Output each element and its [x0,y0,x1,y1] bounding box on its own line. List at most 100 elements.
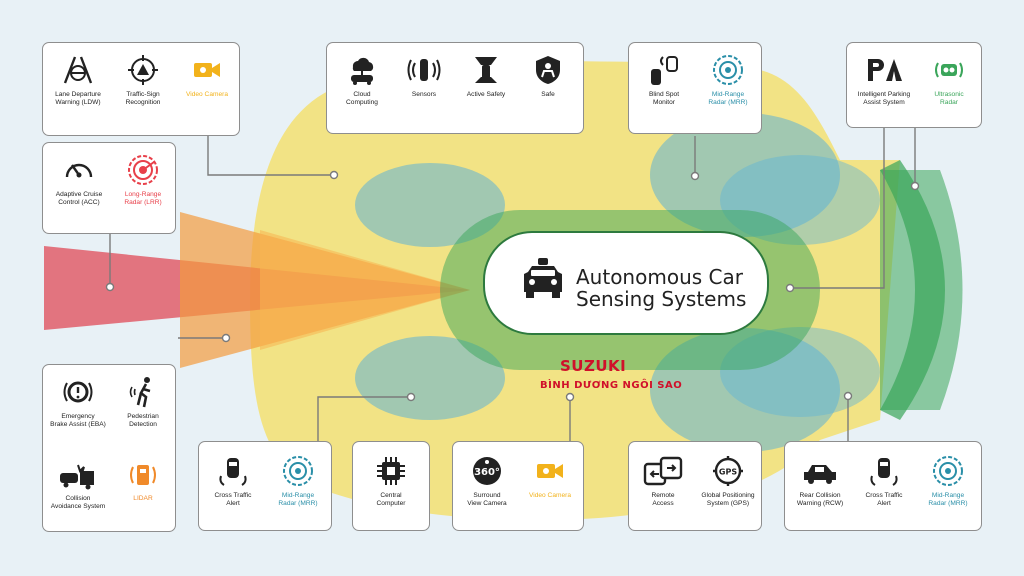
sensors-icon [407,59,441,81]
label-gps: Global Positioning System (GPS) [701,492,755,507]
box-rear-collision: Rear Collision Warning (RCW) Cross Traff… [784,441,982,531]
item-lane-departure: Lane Departure Warning (LDW) [47,53,109,107]
label-safe: Safe [541,91,555,98]
item-blind-spot: Blind Spot Monitor [633,53,695,107]
box-adaptive-cruise: Adaptive Cruise Control (ACC) Long-Range… [42,142,176,234]
box-cloud-safety: Cloud Computing Sensors Active Safety Sa… [326,42,584,134]
label-active-safety: Active Safety [466,91,506,98]
chip-icon [377,457,405,485]
box-remote-gps: Remote Access GPS Global Positioning Sys… [628,441,762,531]
box-blind-spot: Blind Spot Monitor Mid-Range Radar (MRR) [628,42,762,134]
item-lidar: LIDAR [113,457,173,503]
lidar-icon [130,465,156,485]
item-remote: Remote Access [631,454,695,508]
gps-icon: GPS [713,456,743,486]
label-surround: Surround View Camera [467,492,507,507]
video-camera-icon [537,464,563,478]
active-safety-icon [475,57,497,83]
collision-icon [60,464,94,490]
item-lrr: Long-Range Radar (LRR) [113,153,173,207]
parking-icon [868,59,902,81]
item-video-camera-bottom: Video Camera [519,454,581,500]
label-lidar: LIDAR [133,495,153,502]
label-sensors: Sensors [411,91,437,98]
item-traffic-sign: Traffic-Sign Recognition [113,53,173,107]
label-pedestrian: Pedestrian Detection [127,413,159,428]
item-mrr-cross: Mid-Range Radar (MRR) [267,454,329,508]
autonomous-car-icon [524,258,562,298]
label-cross-traffic-rear: Cross Traffic Alert [865,492,903,507]
label-lrr: Long-Range Radar (LRR) [124,191,162,206]
item-parking: Intelligent Parking Assist System [849,53,919,107]
page-title: Autonomous Car Sensing Systems [576,265,747,311]
label-collision: Collision Avoidance System [50,495,106,510]
box-parking: Intelligent Parking Assist System Ultras… [846,42,982,128]
speedometer-icon [65,163,93,178]
label-rcw: Rear Collision Warning (RCW) [796,492,844,507]
label-mrr-top: Mid-Range Radar (MRR) [708,91,748,106]
item-gps: GPS Global Positioning System (GPS) [695,454,761,508]
item-collision: Collision Avoidance System [45,457,111,511]
item-mrr-rear: Mid-Range Radar (MRR) [917,454,979,508]
long-range-radar-icon [128,155,158,185]
svg-text:360°: 360° [474,467,500,478]
label-cloud-computing: Cloud Computing [346,91,378,106]
mid-range-radar-lobe-front-top [355,163,505,247]
ultrasonic-coverage [880,170,963,410]
box-surround-view: 360° Surround View Camera Video Camera [452,441,584,531]
mid-range-radar-lobe-front-bottom [355,336,505,420]
label-ultrasonic: Ultrasonic Radar [934,91,964,106]
item-surround: 360° Surround View Camera [455,454,519,508]
item-cross-traffic-rear: Cross Traffic Alert [853,454,915,508]
label-eba: Emergency Brake Assist (EBA) [50,413,106,428]
remote-access-icon [643,456,683,486]
item-sensors: Sensors [393,53,455,99]
label-central: Central Computer [376,492,406,507]
connector-top-left [207,136,334,176]
blind-spot-icon [651,56,678,85]
item-cloud-computing: Cloud Computing [331,53,393,107]
brake-assist-icon [63,381,93,403]
item-central: Central Computer [359,454,423,508]
item-cross-traffic: Cross Traffic Alert [201,454,265,508]
cross-traffic-icon [870,458,898,486]
item-pedestrian: Pedestrian Detection [113,375,173,429]
brand-watermark: SUZUKI [560,357,627,375]
label-traffic-sign: Traffic-Sign Recognition [125,91,161,106]
item-video-camera: Video Camera [177,53,237,99]
camera-360-icon: 360° [473,457,501,485]
center-card [483,231,769,335]
ultrasonic-radar-icon [935,62,963,78]
label-parking: Intelligent Parking Assist System [857,91,911,106]
label-cross-traffic: Cross Traffic Alert [214,492,252,507]
item-rcw: Rear Collision Warning (RCW) [787,454,853,508]
item-ultrasonic: Ultrasonic Radar [919,53,979,107]
svg-text:GPS: GPS [719,468,737,477]
connector-cross-traffic [317,396,411,441]
connector-parking [790,126,885,289]
box-brake-collision: Emergency Brake Assist (EBA) Pedestrian … [42,364,176,532]
label-lane-departure: Lane Departure Warning (LDW) [55,91,101,106]
lidar-beam-inner [260,230,470,350]
dealer-watermark: BÌNH DƯƠNG NGÔI SAO [540,380,683,391]
mid-range-radar-icon [283,456,313,486]
cloud-car-icon [351,57,374,85]
lane-departure-icon [63,56,93,84]
traffic-sign-icon [128,55,158,85]
item-acc: Adaptive Cruise Control (ACC) [47,153,111,207]
item-eba: Emergency Brake Assist (EBA) [45,375,111,429]
rear-collision-icon [804,465,836,484]
item-mrr-top: Mid-Range Radar (MRR) [697,53,759,107]
label-acc: Adaptive Cruise Control (ACC) [55,191,103,206]
label-mrr-rear: Mid-Range Radar (MRR) [928,492,968,507]
label-mrr-cross: Mid-Range Radar (MRR) [278,492,318,507]
mid-range-radar-icon [933,456,963,486]
box-lane-traffic: Lane Departure Warning (LDW) Traffic-Sig… [42,42,240,136]
video-camera-icon [194,63,220,77]
label-video-camera: Video Camera [185,91,229,98]
cross-traffic-icon [219,458,247,486]
label-remote: Remote Access [651,492,675,507]
box-cross-traffic: Cross Traffic Alert Mid-Range Radar (MRR… [198,441,332,531]
